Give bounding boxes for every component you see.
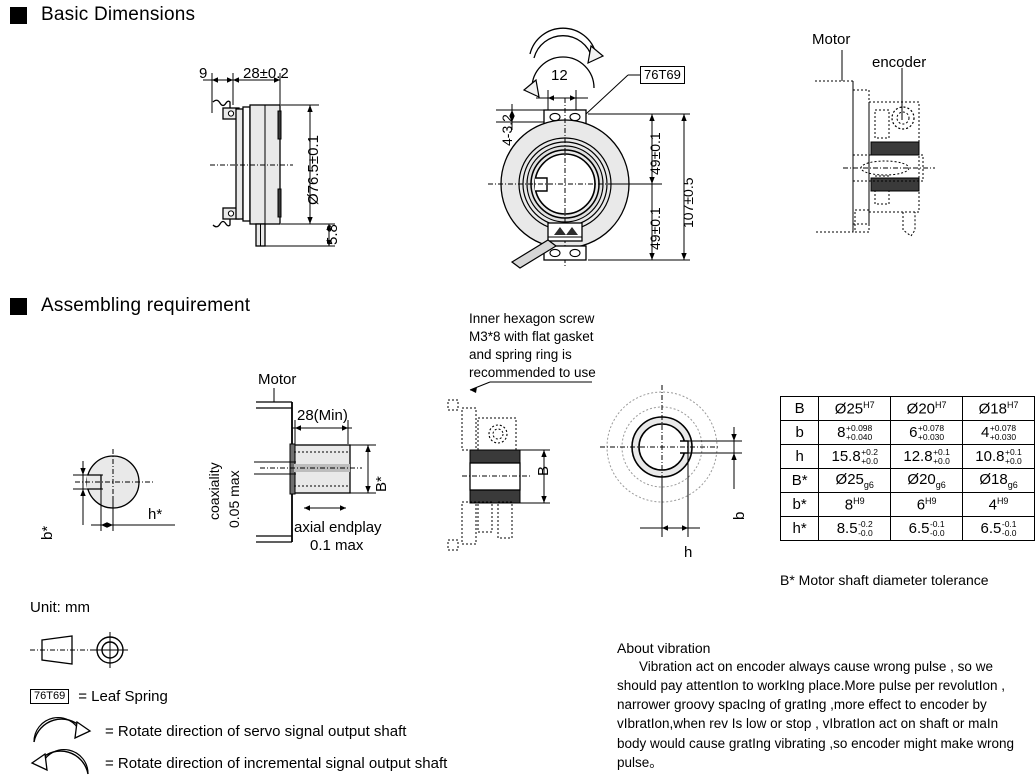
table-cell: 10.8+0.1+0.0	[962, 444, 1035, 469]
vibration-title: About vibration	[617, 640, 711, 656]
dimension-table-caption: B* Motor shaft diameter tolerance	[780, 572, 989, 588]
front-view-leaf-spring-callout: 76T69	[640, 66, 685, 85]
table-cell: 12.8+0.1+0.0	[890, 444, 964, 469]
legend-leaf-spring-tag: 76T69	[30, 688, 70, 705]
table-row-header: b*	[779, 492, 820, 517]
table-cell: 15.8+0.2+0.0	[818, 444, 892, 469]
table-cell: 6.5-0.1-0.0	[890, 516, 964, 541]
side-view-dim-diameter: Ø76.5±0.1	[305, 135, 322, 205]
leaf-spring-tag-label: 76T69	[640, 66, 685, 85]
front-view-dim-49-bottom: 49±0.1	[647, 207, 663, 250]
legend-row-incremental-direction: = Rotate direction of incremental signal…	[30, 748, 448, 776]
coaxiality-value: 0.05 max	[226, 470, 242, 528]
shaft-cross-section-drawing	[25, 435, 205, 560]
screw-note: Inner hexagon screw M3*8 with flat gaske…	[469, 310, 596, 382]
table-cell: 6H9	[890, 492, 964, 517]
legend-row-leaf-spring: 76T69 = Leaf Spring	[30, 688, 168, 705]
table-cell: 8H9	[818, 492, 892, 517]
axial-endplay-value: 0.1 max	[310, 537, 364, 554]
bore-front-section-drawing	[600, 385, 780, 565]
shaft-section-label-h-star: h*	[148, 506, 163, 523]
side-view-dim-9: 9	[199, 65, 208, 82]
table-cell: 6.5-0.1-0.0	[962, 516, 1035, 541]
table-row-header: B*	[779, 468, 820, 493]
section-header-basic-dimensions: Basic Dimensions	[10, 4, 195, 26]
motor-shaft-label-b-star: B*	[373, 476, 390, 492]
section-bullet-icon	[10, 297, 27, 315]
motor-shaft-motor-label: Motor	[258, 371, 297, 388]
legend-incremental-text: = Rotate direction of incremental signal…	[105, 754, 448, 772]
axial-endplay-label: axial endplay	[294, 519, 382, 536]
bore-section-label-h: h	[684, 544, 693, 561]
unit-label: Unit: mm	[30, 599, 90, 616]
motor-label: Motor	[812, 31, 851, 48]
table-cell: 8+0.098+0.040	[818, 420, 892, 445]
legend-row-servo-direction: = Rotate direction of servo signal outpu…	[30, 716, 407, 744]
table-row-header: b	[779, 420, 820, 445]
table-cell: 4H9	[962, 492, 1035, 517]
table-cell: Ø25H7	[818, 396, 892, 421]
rotate-cw-arrow-icon	[30, 716, 96, 744]
section-header-assembling-requirement: Assembling requirement	[10, 295, 250, 317]
legend-leaf-spring-text: = Leaf Spring	[78, 688, 168, 705]
screw-note-line2: M3*8 with flat gasket	[469, 328, 594, 344]
motor-shaft-assembly-drawing	[230, 388, 460, 563]
motor-shaft-dim-28-min: 28(Min)	[297, 407, 348, 424]
table-row-header: h*	[779, 516, 820, 541]
table-cell: 6+0.078+0.030	[890, 420, 964, 445]
shaft-section-label-b-star: b*	[39, 525, 56, 540]
table-cell: Ø18H7	[962, 396, 1035, 421]
encoder-section-drawing	[432, 381, 622, 572]
front-view-dim-107: 107±0.5	[680, 177, 696, 228]
legend-servo-text: = Rotate direction of servo signal outpu…	[105, 722, 407, 740]
table-cell: 8.5-0.2-0.0	[818, 516, 892, 541]
front-view-dim-49-top: 49±0.1	[647, 132, 663, 175]
table-row-header: B	[779, 396, 820, 421]
rotate-ccw-arrow-icon	[30, 748, 96, 776]
front-view-drawing	[488, 18, 740, 269]
encoder-label: encoder	[872, 54, 927, 71]
bore-section-label-B: B	[535, 465, 552, 476]
table-row-header: h	[779, 444, 820, 469]
leaf-spring-symbol-icon	[30, 630, 160, 670]
front-view-dim-4-3-2: 4-3.2	[499, 114, 515, 146]
coaxiality-label: coaxiality	[206, 462, 222, 520]
screw-note-line1: Inner hexagon screw	[469, 311, 595, 326]
section-title: Assembling requirement	[41, 295, 251, 316]
side-view-dim-28: 28±0.2	[243, 65, 289, 82]
section-title: Basic Dimensions	[41, 4, 196, 25]
vibration-note: About vibration Vibration act on encoder…	[617, 640, 1017, 772]
table-cell: Ø18g6	[962, 468, 1035, 493]
screw-note-line3: and spring ring is	[469, 346, 572, 362]
side-view-drawing	[185, 55, 350, 270]
table-cell: 4+0.078+0.030	[962, 420, 1035, 445]
front-view-dim-12: 12	[551, 67, 568, 84]
section-bullet-icon	[10, 6, 27, 24]
table-cell: Ø20g6	[890, 468, 964, 493]
side-view-dim-5-8: 5.8	[324, 224, 341, 245]
screw-note-line4: recommended to use	[469, 364, 596, 380]
vibration-body: Vibration act on encoder always cause wr…	[617, 659, 1014, 770]
bore-section-label-b: b	[731, 511, 748, 520]
table-cell: Ø25g6	[818, 468, 892, 493]
motor-encoder-drawing	[815, 50, 1015, 265]
table-cell: Ø20H7	[890, 396, 964, 421]
